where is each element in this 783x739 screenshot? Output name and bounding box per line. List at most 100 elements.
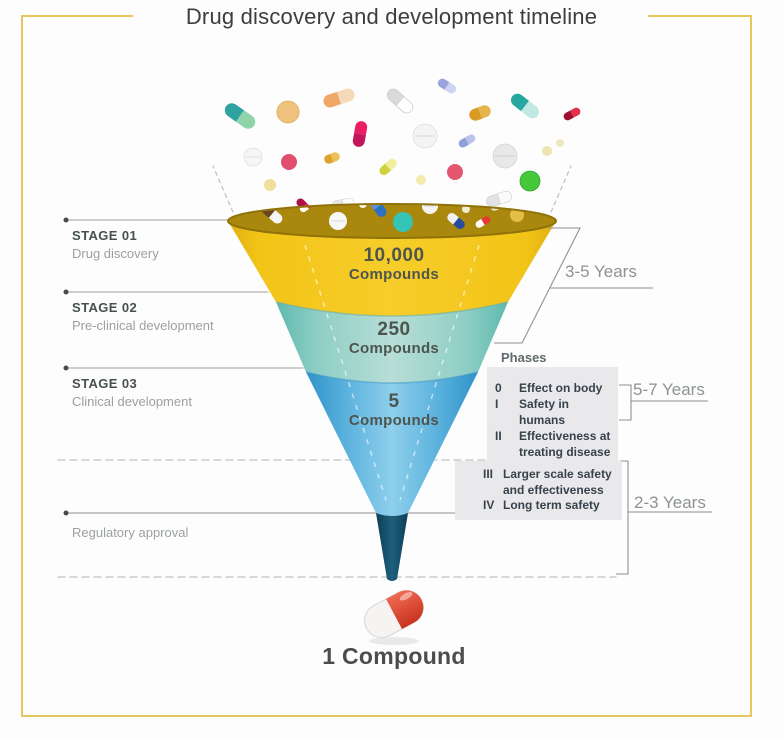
- pill: [329, 212, 347, 230]
- duration-2-3-years: 2-3 Years: [634, 493, 706, 512]
- duration-3-5-years: 3-5 Years: [565, 262, 637, 281]
- stage-03-subtitle: Clinical development: [72, 394, 192, 409]
- phase-4-numeral: IV: [483, 498, 495, 512]
- pill: [458, 134, 476, 148]
- phase-row-4: IV Long term safety: [483, 498, 618, 514]
- funnel-tip-dark: [376, 513, 408, 581]
- pill: [379, 158, 397, 176]
- regulatory-approval-text: Regulatory approval: [72, 525, 189, 540]
- pill: [224, 103, 256, 129]
- phase-row-2: II Effectiveness at treating disease: [495, 428, 614, 460]
- pill: [437, 78, 457, 94]
- pill: [422, 205, 438, 214]
- pill: [358, 205, 367, 208]
- phase-3-numeral: III: [483, 467, 494, 481]
- pill: [462, 205, 470, 213]
- inner-dashed-left: [304, 244, 387, 501]
- stage1-dot: [63, 217, 69, 223]
- phase-2-text: Effectiveness at treating disease: [519, 429, 611, 459]
- frame-top-right-segment: [648, 15, 752, 17]
- pill: [492, 143, 518, 169]
- falling-pills: [224, 78, 581, 214]
- pill: [324, 152, 340, 164]
- stage3-unit: Compounds: [348, 412, 440, 429]
- phases-box-post-approval: III Larger scale safety and effectivenes…: [455, 461, 622, 520]
- frame-top-left-segment: [21, 15, 133, 17]
- regulatory-dot: [63, 510, 69, 516]
- pill: [542, 146, 552, 156]
- bracket-2-3-years: [616, 460, 629, 575]
- pill: [469, 105, 491, 121]
- stage-01-title: STAGE 01: [72, 228, 138, 243]
- stage-01-subtitle: Drug discovery: [72, 246, 159, 261]
- stage-02-subtitle: Pre-clinical development: [72, 318, 214, 333]
- capsule-red-half: [386, 590, 424, 630]
- pill: [276, 100, 300, 124]
- funnel-body: [227, 203, 557, 581]
- duration-5-7-years: 5-7 Years: [633, 380, 705, 399]
- funnel-stage1-yellow: [228, 221, 556, 316]
- stage-03-title: STAGE 03: [72, 376, 138, 391]
- funnel-mouth: [227, 203, 557, 239]
- phase-2-numeral: II: [495, 429, 502, 443]
- stage-01-label: STAGE 01 Drug discovery: [72, 228, 272, 261]
- phases-header: Phases: [501, 350, 547, 365]
- stage3-count: 5: [388, 391, 400, 412]
- stage-02-title: STAGE 02: [72, 300, 138, 315]
- stage2-dot: [63, 289, 69, 295]
- stage-02-label: STAGE 02 Pre-clinical development: [72, 300, 272, 333]
- pill: [511, 93, 539, 119]
- funnel-stage3-blue: [306, 372, 478, 516]
- capsule-highlight: [399, 592, 413, 601]
- pill: [369, 205, 387, 217]
- duration-brackets: [494, 227, 712, 575]
- phase-1-numeral: I: [495, 397, 499, 411]
- stage2-count: 250: [377, 319, 411, 340]
- pill: [243, 147, 263, 167]
- phase-row-3: III Larger scale safety and effectivenes…: [483, 467, 618, 498]
- funnel-value-stage1: 10,000 Compounds: [294, 245, 494, 284]
- pill: [412, 123, 438, 149]
- inner-dashed-right: [399, 244, 480, 501]
- pill: [386, 88, 414, 114]
- phase-0-numeral: 0: [495, 381, 502, 395]
- regulatory-approval-label: Regulatory approval: [72, 525, 272, 540]
- phases-box-clinical: 0 Effect on body I Safety in humans II E…: [487, 367, 618, 470]
- phase-0-text: Effect on body: [519, 381, 603, 395]
- stage1-count: 10,000: [363, 245, 425, 266]
- pill: [556, 139, 564, 147]
- bracket-3-5-years: [494, 227, 581, 344]
- funnel-value-stage3: 5 Compounds: [294, 391, 494, 430]
- pill: [393, 212, 413, 232]
- stage-03-label: STAGE 03 Clinical development: [72, 376, 272, 409]
- cone-extension-left: [212, 165, 234, 213]
- stage2-unit: Compounds: [348, 340, 440, 357]
- pill: [264, 179, 276, 191]
- pill: [281, 154, 297, 170]
- funnel-stage2-teal: [276, 302, 508, 383]
- pill: [447, 164, 463, 180]
- phase-row-0: 0 Effect on body: [495, 380, 614, 396]
- phase-row-1: I Safety in humans: [495, 396, 614, 428]
- pill: [519, 170, 541, 192]
- cone-extension-right: [550, 165, 572, 213]
- pill: [510, 208, 524, 222]
- seam-teal-blue: [305, 371, 479, 384]
- result-capsule-icon: [364, 589, 424, 645]
- pill: [416, 175, 426, 185]
- seam-yellow-teal: [275, 301, 509, 317]
- bracket-5-7-years: [619, 384, 632, 421]
- funnel-value-stage2: 250 Compounds: [294, 319, 494, 358]
- stage1-unit: Compounds: [348, 266, 440, 283]
- pill: [352, 121, 368, 147]
- capsule-shadow: [369, 637, 419, 645]
- pill: [323, 88, 355, 108]
- pill: [486, 190, 512, 208]
- stage3-dot: [63, 365, 69, 371]
- frame-border: [21, 15, 752, 717]
- pill: [563, 107, 581, 121]
- phase-4-text: Long term safety: [503, 498, 600, 512]
- phase-1-text: Safety in humans: [519, 397, 570, 427]
